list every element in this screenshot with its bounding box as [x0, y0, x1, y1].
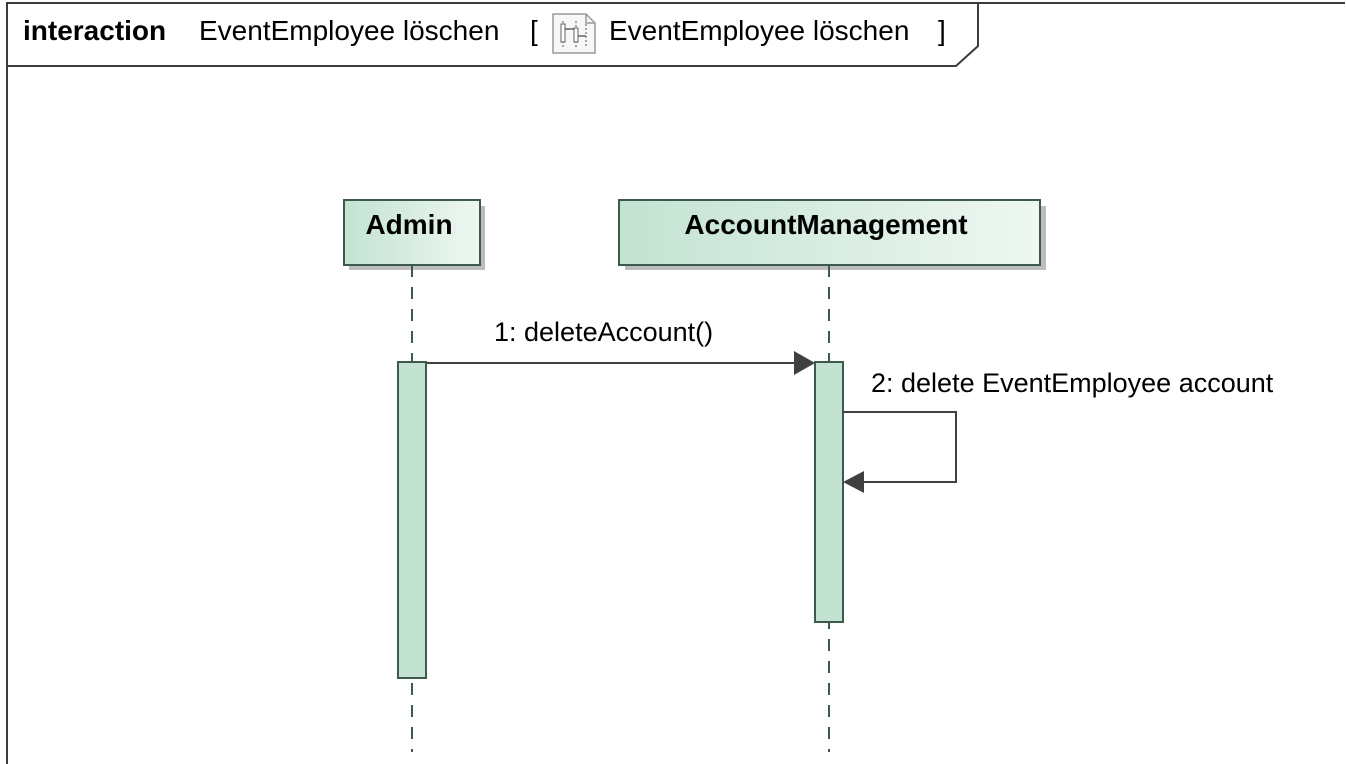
- interaction-frame: interaction EventEmployee löschen [ Even…: [6, 2, 1345, 764]
- lifeline-name-accountmanagement: AccountManagement: [684, 209, 967, 240]
- frame-close-bracket: ]: [938, 15, 946, 46]
- lifeline-head-admin[interactable]: [343, 199, 481, 266]
- sequence-diagram-icon[interactable]: [552, 13, 596, 54]
- message-label-2: 2: delete EventEmployee account: [871, 368, 1274, 398]
- arrowhead-icon: [794, 351, 815, 375]
- frame-ref-name: EventEmployee löschen: [609, 15, 909, 46]
- message-line-2: [843, 411, 957, 483]
- frame-title: EventEmployee löschen: [199, 15, 499, 46]
- lifeline-name-admin: Admin: [365, 209, 452, 240]
- activation-bar-admin: [397, 361, 427, 679]
- lifeline-accountmanagement[interactable]: AccountManagement: [618, 199, 1046, 752]
- activation-bar-accountmanagement: [814, 361, 844, 623]
- message-label-1: 1: deleteAccount(): [494, 317, 713, 347]
- frame-keyword: interaction: [23, 15, 166, 46]
- message-2[interactable]: 2: delete EventEmployee account: [843, 368, 1274, 493]
- arrowhead-icon: [843, 471, 864, 493]
- frame-title-tab: [6, 2, 979, 67]
- frame-open-bracket: [: [530, 15, 538, 46]
- message-1[interactable]: 1: deleteAccount(): [426, 317, 815, 375]
- lifeline-admin[interactable]: Admin: [343, 199, 485, 752]
